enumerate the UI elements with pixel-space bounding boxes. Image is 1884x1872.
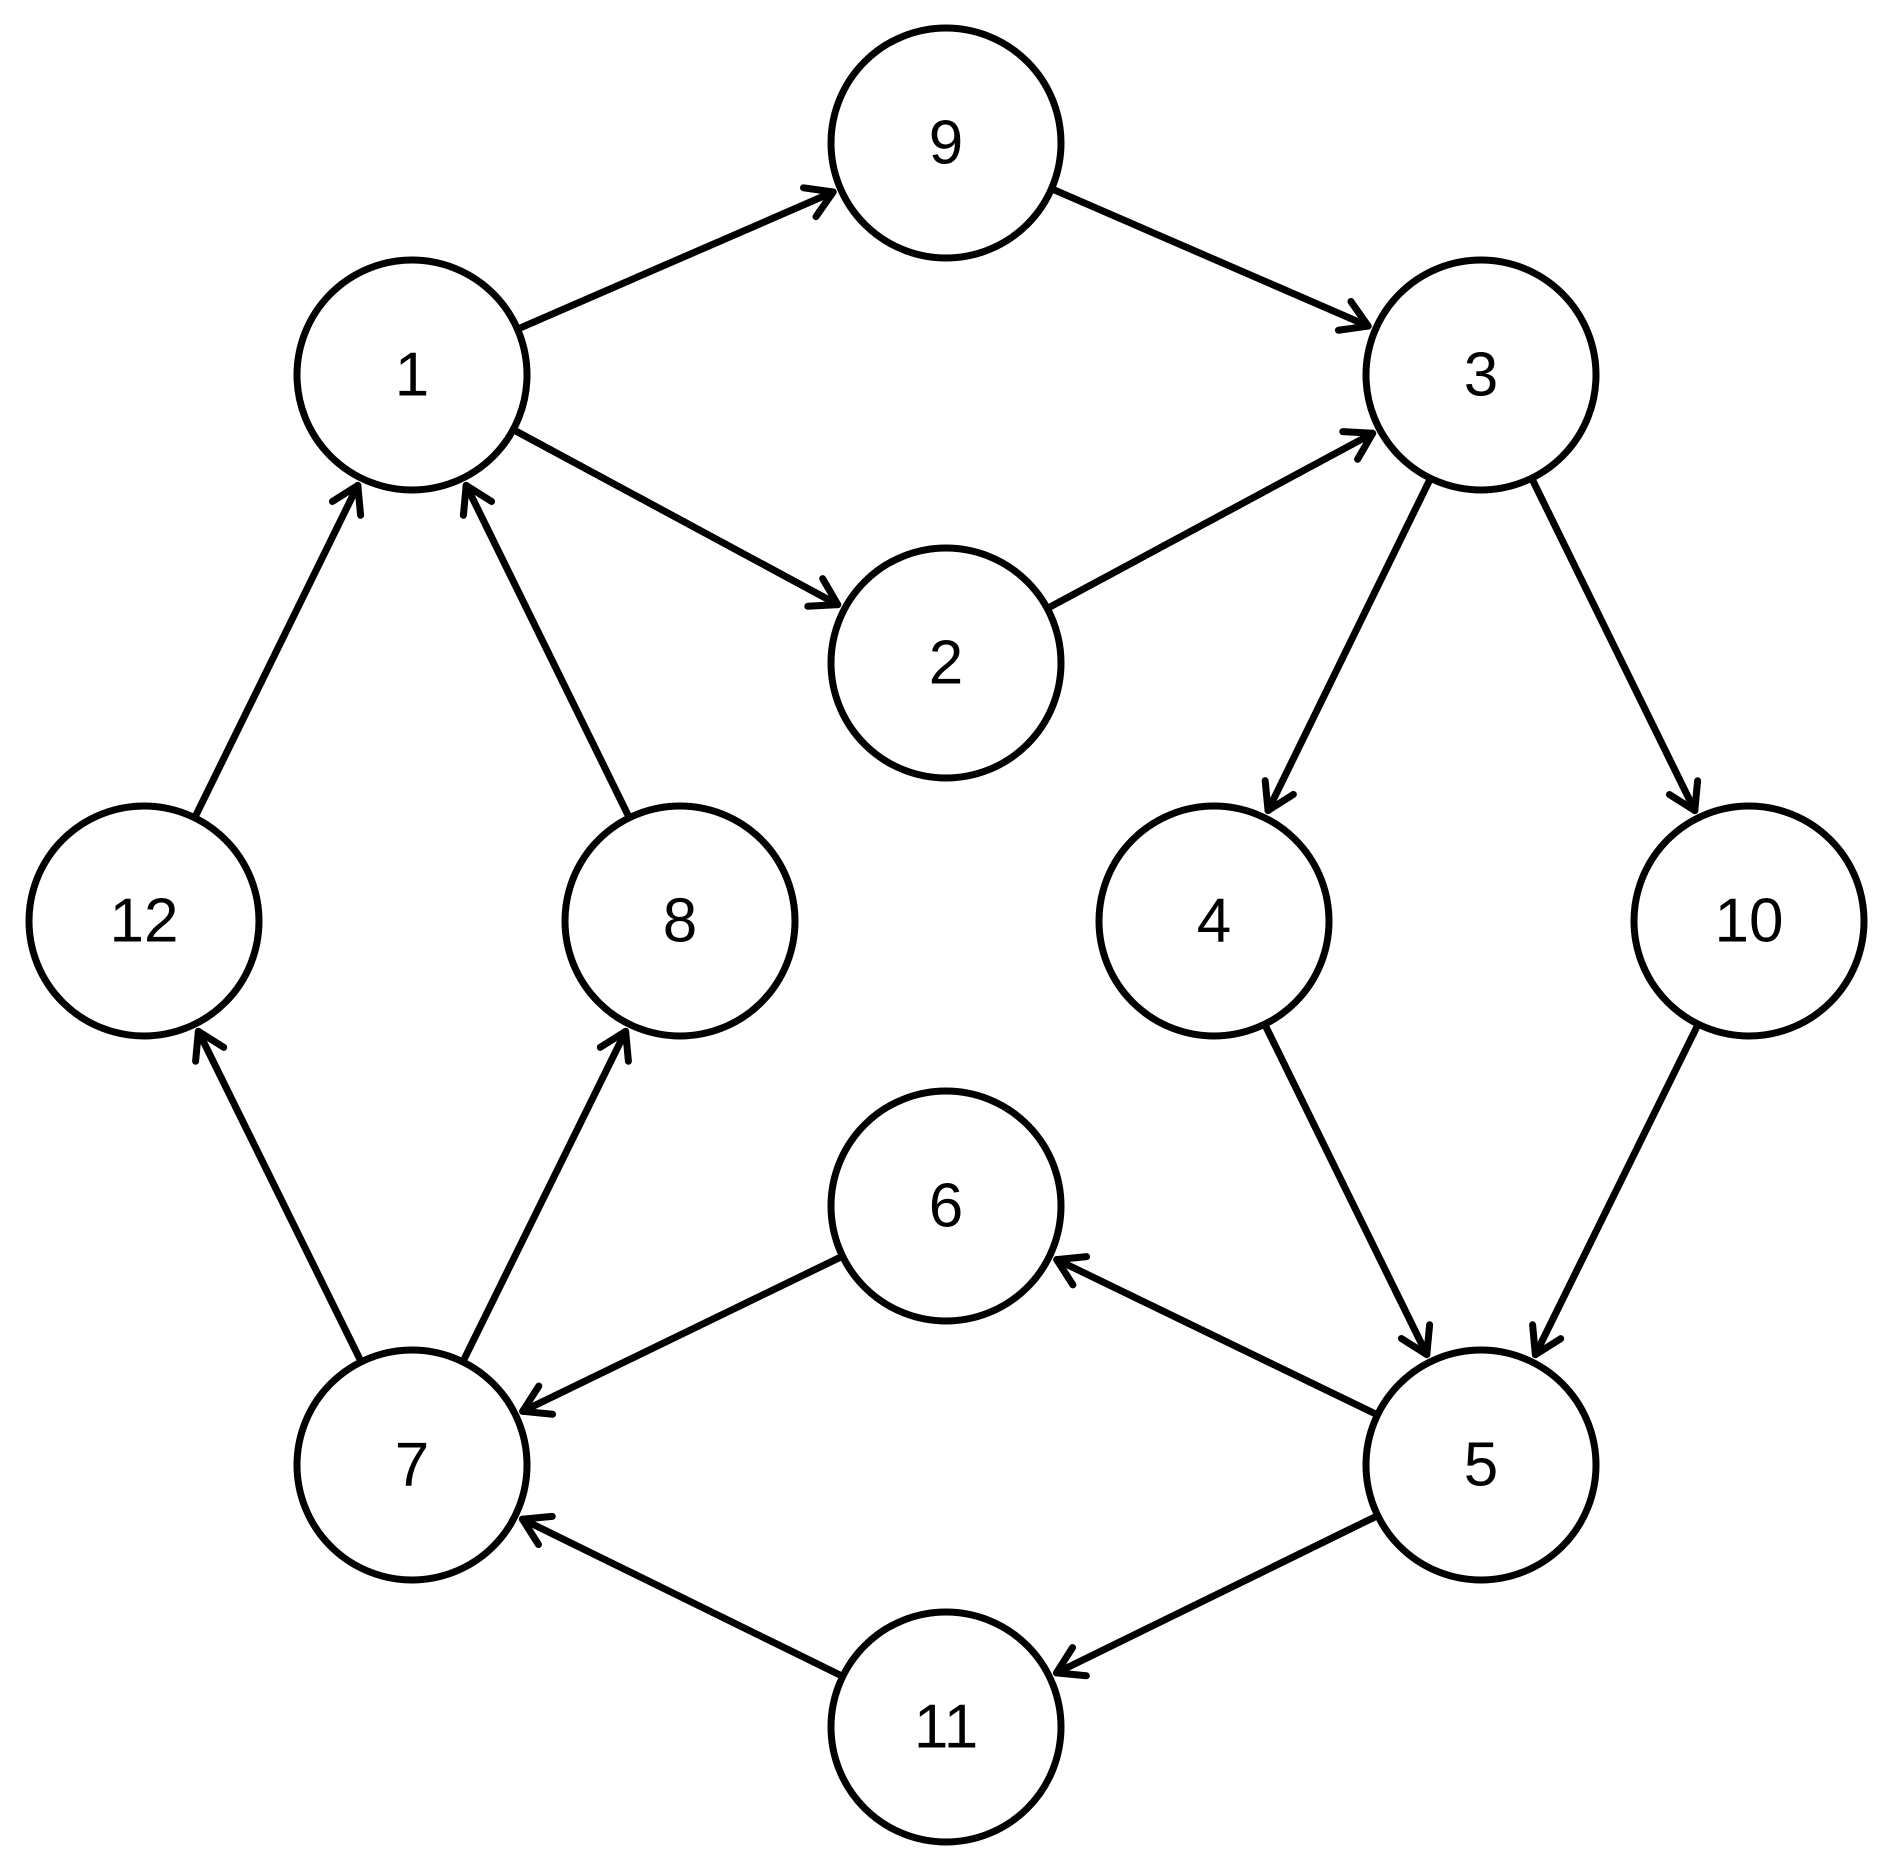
arrowhead-icon <box>596 1027 632 1065</box>
node-circle <box>827 544 1065 782</box>
node-label: 8 <box>663 887 697 956</box>
edge-10-to-5 <box>1529 1024 1700 1359</box>
node-label: 5 <box>1464 1431 1498 1500</box>
edge-7-to-8 <box>461 1027 632 1362</box>
edge-line <box>517 188 837 332</box>
edge-line <box>462 481 632 818</box>
node-label: 9 <box>929 109 963 178</box>
arrowhead-icon <box>1529 1321 1565 1359</box>
node-2: 2 <box>827 544 1065 782</box>
node-11: 11 <box>827 1608 1065 1846</box>
node-circle <box>1630 802 1868 1040</box>
node-circle <box>561 802 799 1040</box>
edge-line <box>1052 1513 1378 1677</box>
arrowhead-icon <box>192 1027 228 1065</box>
node-8: 8 <box>561 802 799 1040</box>
arrowhead-icon <box>328 481 365 519</box>
arrowhead-icon <box>1052 1644 1090 1680</box>
edge-line <box>1264 478 1433 815</box>
node-circle <box>293 256 531 494</box>
node-label: 3 <box>1464 341 1498 410</box>
node-label: 10 <box>1715 887 1784 956</box>
arrowhead-icon <box>1397 1321 1434 1359</box>
node-label: 1 <box>395 341 429 410</box>
edge-4-to-5 <box>1262 1024 1434 1359</box>
edge-line <box>1051 186 1372 330</box>
edge-line <box>1053 1256 1378 1417</box>
node-circle <box>293 1346 531 1584</box>
node-9: 9 <box>827 24 1065 262</box>
node-label: 11 <box>914 1693 978 1762</box>
node-1: 1 <box>293 256 531 494</box>
node-label: 6 <box>929 1172 963 1241</box>
edge-line <box>461 1027 630 1362</box>
node-circle <box>1095 802 1333 1040</box>
edges-layer <box>192 184 1702 1680</box>
edge-3-to-4 <box>1261 478 1433 815</box>
node-circle <box>25 802 263 1040</box>
node-label: 12 <box>110 887 179 956</box>
edge-9-to-3 <box>1051 186 1372 334</box>
edge-2-to-3 <box>1047 428 1377 611</box>
edge-line <box>1047 429 1377 611</box>
edge-line <box>1529 478 1699 815</box>
arrowhead-icon <box>518 1512 556 1549</box>
edge-7-to-12 <box>192 1027 363 1362</box>
edge-5-to-11 <box>1052 1513 1378 1680</box>
edge-1-to-9 <box>517 184 837 332</box>
arrowhead-icon <box>1053 1253 1091 1289</box>
node-4: 4 <box>1095 802 1333 1040</box>
node-label: 4 <box>1197 887 1231 956</box>
node-5: 5 <box>1362 1346 1600 1584</box>
node-label: 2 <box>929 629 963 698</box>
node-label: 7 <box>395 1431 429 1500</box>
node-circle <box>827 1087 1065 1325</box>
edge-line <box>192 481 362 818</box>
arrowhead-icon <box>1261 777 1297 815</box>
node-12: 12 <box>25 802 263 1040</box>
arrowhead-icon <box>804 575 842 610</box>
edge-line <box>518 1515 843 1679</box>
edge-12-to-1 <box>192 481 365 818</box>
node-7: 7 <box>293 1346 531 1584</box>
edge-line <box>1262 1024 1431 1359</box>
node-10: 10 <box>1630 802 1868 1040</box>
edge-line <box>519 1254 843 1415</box>
node-circle <box>1362 256 1600 494</box>
node-circle <box>827 24 1065 262</box>
edge-6-to-7 <box>519 1254 843 1418</box>
edge-5-to-6 <box>1053 1253 1378 1417</box>
node-circle <box>827 1608 1065 1846</box>
edge-line <box>1531 1024 1700 1359</box>
edge-line <box>194 1027 363 1362</box>
arrowhead-icon <box>1334 298 1372 334</box>
edge-8-to-1 <box>459 481 632 818</box>
arrowhead-icon <box>519 1382 557 1418</box>
edge-3-to-10 <box>1529 478 1702 815</box>
node-6: 6 <box>827 1087 1065 1325</box>
arrowhead-icon <box>1665 777 1702 815</box>
edge-line <box>513 427 842 609</box>
node-circle <box>1362 1346 1600 1584</box>
arrowhead-icon <box>799 184 837 221</box>
arrowhead-icon <box>1339 428 1377 463</box>
edge-11-to-7 <box>518 1512 843 1679</box>
arrowhead-icon <box>459 481 496 519</box>
node-3: 3 <box>1362 256 1600 494</box>
edge-1-to-2 <box>513 427 842 610</box>
